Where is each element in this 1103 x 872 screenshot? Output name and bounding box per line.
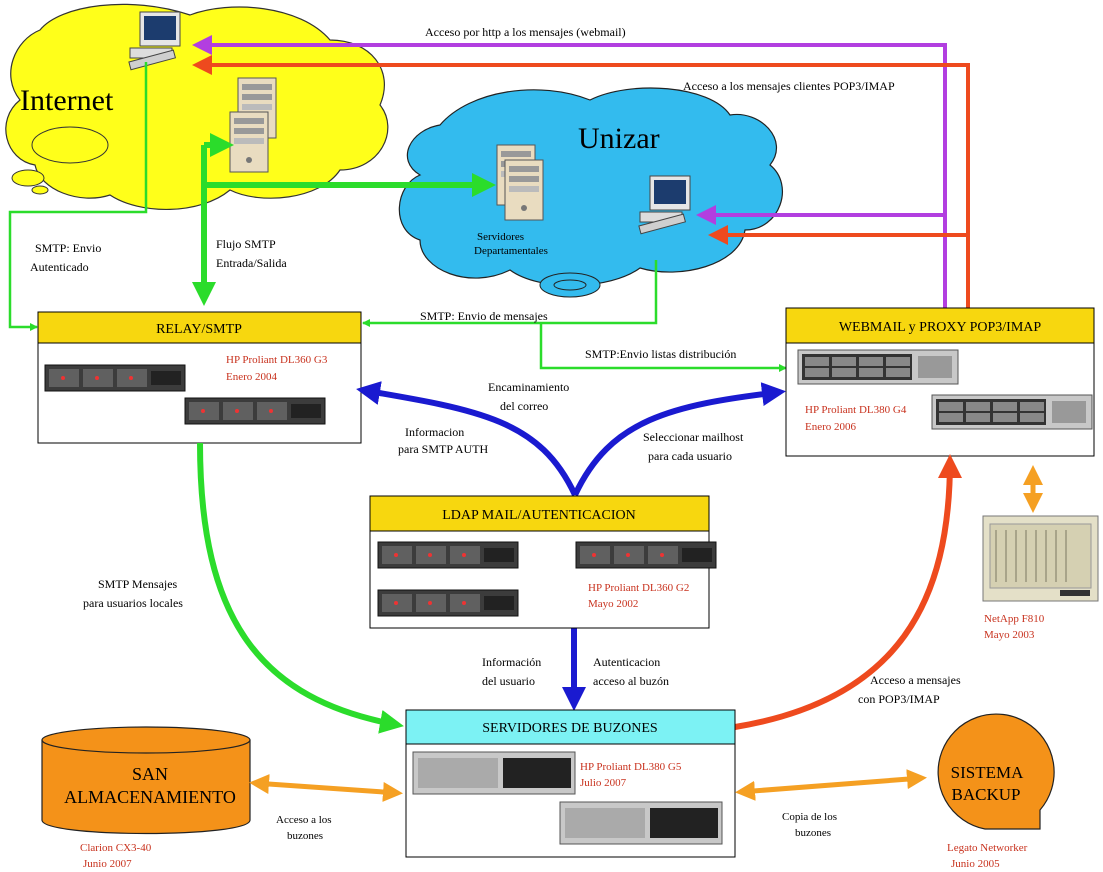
flujo-label-1: Flujo SMTP xyxy=(216,237,276,251)
buzones-title: SERVIDORES DE BUZONES xyxy=(482,721,657,736)
servidores-label-1: Servidores xyxy=(477,231,524,243)
info-auth-label-1: Informacion xyxy=(405,425,464,439)
flujo-label-2: Entrada/Salida xyxy=(216,256,287,270)
copia-label-1: Copia de los xyxy=(782,811,837,823)
smtp-envio-label-1: SMTP: Envio xyxy=(35,241,101,255)
buzones-date: Julio 2007 xyxy=(580,777,627,789)
pop-imap-clients-label: Acceso a los mensajes clientes POP3/IMAP xyxy=(683,79,895,93)
webmail-http-label: Acceso por http a los mensajes (webmail) xyxy=(425,25,626,39)
buzones-model: HP Proliant DL380 G5 xyxy=(580,761,682,773)
dept-server-icon-2 xyxy=(504,159,544,221)
backup-date: Junio 2005 xyxy=(951,858,1000,870)
netapp-model: NetApp F810 xyxy=(984,613,1045,625)
ldap-to-webmail-arrow xyxy=(572,382,786,497)
smtp-locales-arrow xyxy=(197,442,404,734)
webmail-date: Enero 2006 xyxy=(805,421,857,433)
ldap-box: LDAP MAIL/AUTENTICACION HP Proliant DL36… xyxy=(369,495,717,629)
ldap-date: Mayo 2002 xyxy=(588,598,638,610)
servidores-label-2: Departamentales xyxy=(474,245,548,257)
san-link-arrow xyxy=(249,774,403,802)
netapp-storage: NetApp F810 Mayo 2003 xyxy=(982,515,1099,641)
relay-model: HP Proliant DL360 G3 xyxy=(226,354,328,366)
internet-label: Internet xyxy=(20,84,114,117)
autentic-label-2: acceso al buzón xyxy=(593,674,669,688)
webmail-model: HP Proliant DL380 G4 xyxy=(805,404,907,416)
smtp-envio-autenticado-arrow xyxy=(8,62,148,331)
smtp-listas-arrow xyxy=(539,323,787,372)
relay-smtp-box: RELAY/SMTP HP Proliant DL360 G3 Enero 20… xyxy=(37,311,362,444)
backup-model: Legato Networker xyxy=(947,842,1028,854)
locales-label-2: para usuarios locales xyxy=(83,596,183,610)
smtp-envio-label-2: Autenticado xyxy=(30,260,89,274)
encamin-label-1: Encaminamiento xyxy=(488,380,569,394)
acceso-pop-label-1: Acceso a mensajes xyxy=(870,673,961,687)
envio-mensajes-label: SMTP: Envio de mensajes xyxy=(420,309,548,323)
san-label-2: ALMACENAMIENTO xyxy=(64,787,236,807)
info-user-label-2: del usuario xyxy=(482,674,535,688)
san-label-1: SAN xyxy=(132,764,168,784)
autentic-label-1: Autenticacion xyxy=(593,655,660,669)
san-model: Clarion CX3-40 xyxy=(80,842,152,854)
encamin-label-2: del correo xyxy=(500,399,548,413)
backup-label-2: BACKUP xyxy=(952,785,1021,804)
backup-system: SISTEMA BACKUP Legato Networker Junio 20… xyxy=(937,713,1055,870)
relay-date: Enero 2004 xyxy=(226,371,278,383)
unizar-cloud: Unizar Servidores Departamentales xyxy=(398,87,783,298)
acceso-buz-label-2: buzones xyxy=(287,830,323,842)
pop-imap-access-arrow xyxy=(734,454,962,730)
netapp-date: Mayo 2003 xyxy=(984,629,1035,641)
internet-cloud: Internet xyxy=(5,3,389,210)
webmail-title: WEBMAIL y PROXY POP3/IMAP xyxy=(839,320,1042,335)
selec-label-2: para cada usuario xyxy=(648,449,732,463)
buzones-box: SERVIDORES DE BUZONES HP Proliant DL380 … xyxy=(405,709,736,858)
ldap-model: HP Proliant DL360 G2 xyxy=(588,582,689,594)
selec-label-1: Seleccionar mailhost xyxy=(643,430,744,444)
locales-label-1: SMTP Mensajes xyxy=(98,577,178,591)
relay-tower-icon-2 xyxy=(229,111,269,173)
smtp-envio-mensajes-arrow xyxy=(362,260,658,327)
webmail-proxy-box: WEBMAIL y PROXY POP3/IMAP HP Proliant DL… xyxy=(785,307,1095,457)
webmail-http-arrow xyxy=(192,35,947,308)
info-user-label-1: Información xyxy=(482,655,541,669)
unizar-label: Unizar xyxy=(578,122,660,155)
backup-label-1: SISTEMA xyxy=(951,763,1024,782)
copia-label-2: buzones xyxy=(795,827,831,839)
envio-listas-label: SMTP:Envio listas distribución xyxy=(585,347,736,361)
ldap-to-relay-arrow xyxy=(356,381,578,497)
backup-link-arrow xyxy=(735,769,927,801)
san-cylinder: SAN ALMACENAMIENTO Clarion CX3-40 Junio … xyxy=(41,726,251,870)
acceso-buz-label-1: Acceso a los xyxy=(276,814,332,826)
relay-title: RELAY/SMTP xyxy=(156,322,242,337)
ldap-title: LDAP MAIL/AUTENTICACION xyxy=(442,508,636,523)
info-auth-label-2: para SMTP AUTH xyxy=(398,442,489,456)
san-date: Junio 2007 xyxy=(83,858,132,870)
acceso-pop-label-2: con POP3/IMAP xyxy=(858,692,940,706)
pop-imap-clients-arrow xyxy=(192,55,970,308)
